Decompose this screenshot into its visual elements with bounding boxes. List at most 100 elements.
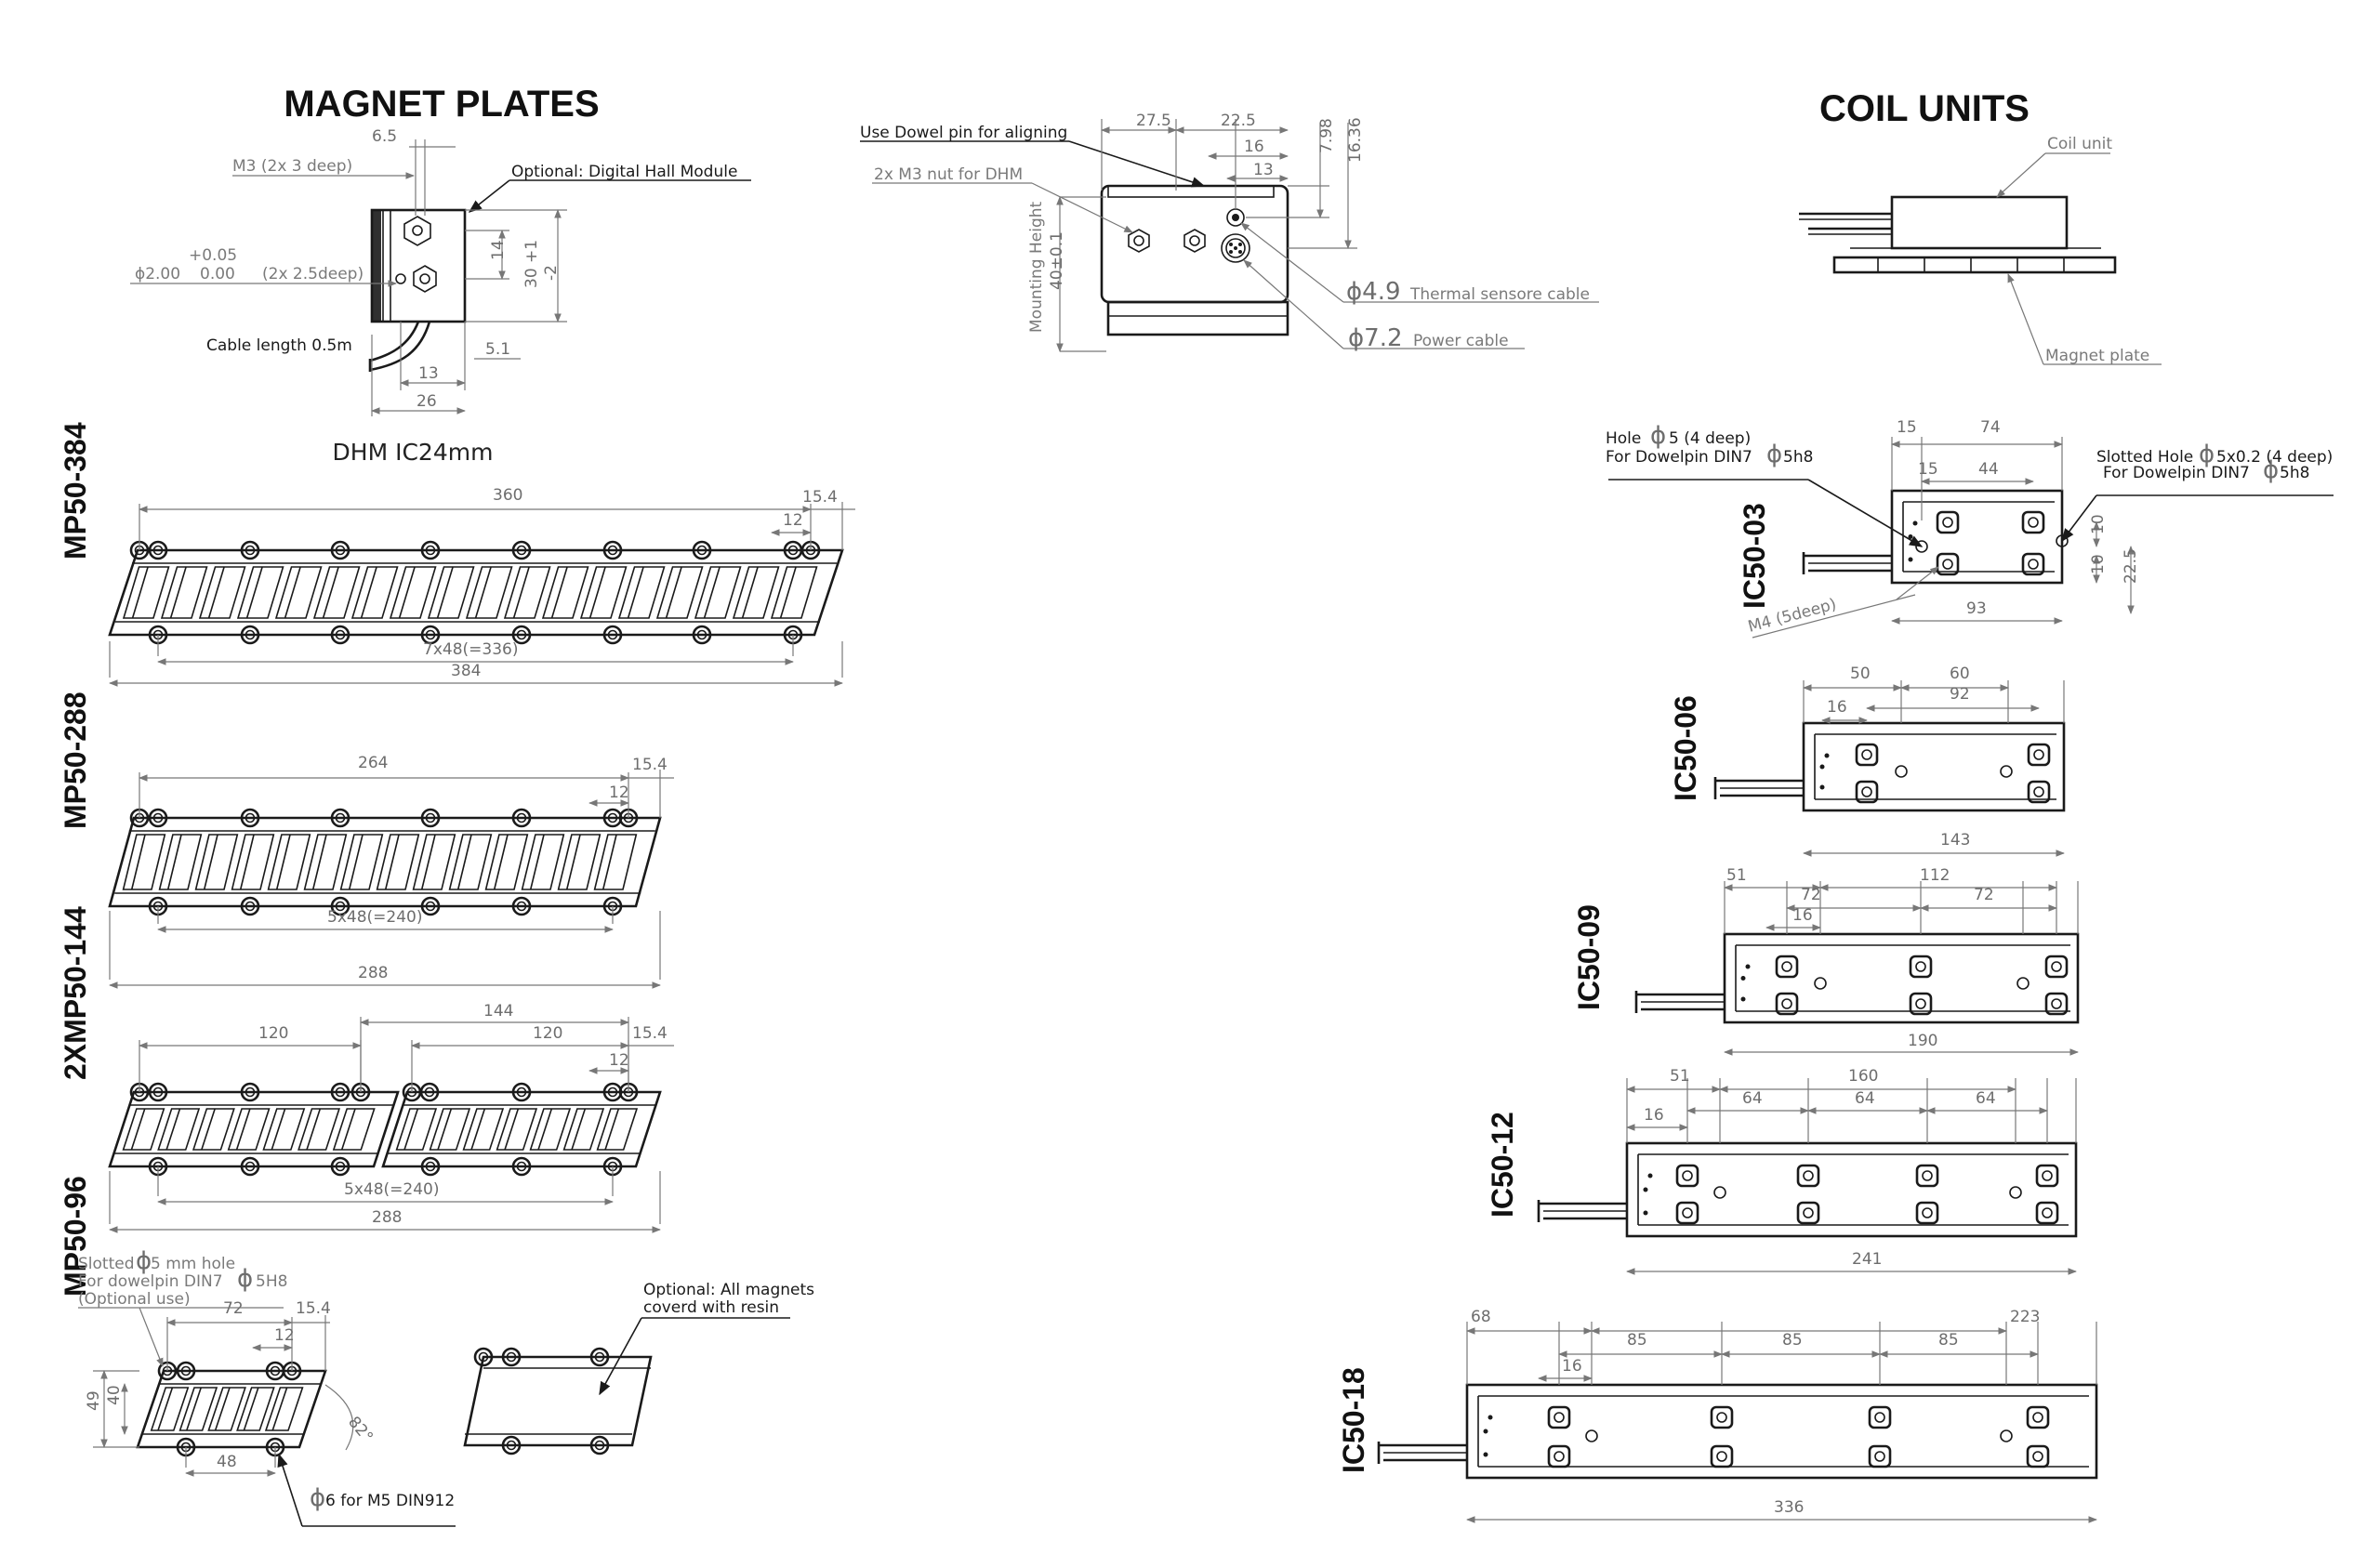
magnet-slot	[201, 1108, 216, 1151]
note-m3-nut: 2x M3 nut for DHM	[874, 165, 1023, 184]
magnet-block	[521, 834, 565, 890]
dim-ic06-143: 143	[1940, 831, 1970, 849]
bolt-core	[1803, 1207, 1814, 1218]
hole-core	[245, 901, 256, 912]
dowel-hole-icon	[2009, 1186, 2022, 1199]
note-thermal: Thermal sensore cable	[1409, 285, 1590, 304]
note-dowel: For Dowelpin DIN7	[1606, 448, 1752, 467]
dim-7x48: 7x48(=336)	[423, 640, 518, 659]
magnet-slot	[271, 1387, 288, 1431]
magnet-block	[562, 1108, 605, 1151]
magnet-block	[262, 1108, 306, 1151]
dot	[1643, 1187, 1648, 1192]
mounting-hole-icon	[330, 1082, 350, 1102]
magnet-slot	[550, 566, 568, 619]
label-ic50-12: IC50-12	[1486, 1112, 1519, 1218]
dim-ic12-51: 51	[1670, 1067, 1690, 1086]
mounting-hole-icon	[420, 896, 441, 916]
note-magnet-plate: Magnet plate	[2045, 347, 2149, 365]
mounting-hole-icon	[602, 625, 623, 645]
label-ic50-06: IC50-06	[1669, 695, 1702, 801]
magnet-block	[178, 1387, 218, 1431]
2xmp50-144-right	[381, 1082, 662, 1177]
hole-core	[516, 1086, 527, 1098]
mounting-hole-icon	[176, 1361, 196, 1381]
coil-side-body	[1100, 184, 1289, 304]
note-dowel-dia: ϕ2.00	[135, 265, 180, 283]
mounting-hole-icon	[330, 1156, 350, 1177]
note-dowel-align: Use Dowel pin for aligning	[860, 124, 1067, 142]
magnet-block	[395, 1108, 438, 1151]
dot	[1483, 1429, 1488, 1434]
magnet-slot	[306, 1108, 322, 1151]
mounting-side-view: Use Dowel pin for aligning 2x M3 nut for…	[860, 112, 1599, 352]
dim-12: 12	[783, 511, 803, 530]
label-mp50-96: MP50-96	[59, 1176, 92, 1297]
magnet-block	[303, 834, 348, 890]
magnet-plate-outline	[108, 816, 662, 908]
dim-27.5: 27.5	[1136, 112, 1171, 130]
magnet-block	[207, 1387, 246, 1431]
magnet-block	[194, 834, 239, 890]
magnet-block	[236, 566, 284, 619]
magnet-block	[332, 1108, 376, 1151]
coil-overview: Coil unit Magnet plate	[1799, 135, 2162, 365]
bolt-core	[2028, 559, 2039, 570]
note-resin-a: Optional: All magnets	[643, 1281, 814, 1299]
mounting-hole-icon	[501, 1435, 522, 1455]
label-ic50-18: IC50-18	[1337, 1367, 1370, 1473]
bolt-core	[2033, 749, 2044, 760]
mounting-hole-icon	[148, 1082, 168, 1102]
mounting-hole-icon	[420, 540, 441, 560]
bolt-icon	[1936, 510, 1960, 534]
note-power: Power cable	[1413, 332, 1509, 350]
magnet-plate-outline	[108, 1090, 400, 1168]
dim-22.5: 22.5	[1221, 112, 1256, 130]
2xmp50-144-left	[108, 1082, 400, 1177]
mounting-hole-icon	[420, 808, 441, 828]
dhm-detail: 6.5 M3 (2x 3 deep) Optional: Digital Hal…	[130, 127, 751, 466]
magnet-slot	[384, 834, 400, 890]
note-dowel-dia: ϕ	[237, 1265, 253, 1293]
dim-12d: 12	[274, 1326, 295, 1345]
magnet-block	[122, 834, 166, 890]
magnet-block	[465, 566, 513, 619]
hole-core	[335, 901, 346, 912]
hole-core	[335, 812, 346, 823]
magnet-slot	[602, 834, 617, 890]
magnet-block	[339, 834, 384, 890]
dim-120a: 120	[258, 1024, 288, 1043]
hole-core	[335, 629, 346, 640]
bolt-core	[1915, 998, 1926, 1009]
magnet-block	[579, 566, 628, 619]
note-m5-dia: ϕ	[310, 1484, 325, 1512]
dim-ic06-60: 60	[1950, 665, 1970, 683]
hole-core	[245, 545, 256, 556]
note-cable: Cable length 0.5m	[206, 336, 352, 355]
note-m3: M3 (2x 3 deep)	[232, 157, 352, 176]
dim-15.4: 15.4	[802, 488, 838, 507]
magnet-block	[412, 834, 456, 890]
magnet-block	[157, 1108, 201, 1151]
magnet-slot	[470, 1108, 486, 1151]
magnet-block	[448, 834, 493, 890]
note-dowel-b: 5H8	[256, 1272, 287, 1291]
dim-48: 48	[217, 1453, 237, 1471]
hole-core	[516, 1161, 527, 1172]
bolt-core	[1922, 1170, 1933, 1181]
power-dia: ϕ7.2	[1348, 324, 1403, 352]
mp50-96-plate	[136, 1361, 327, 1457]
magnet-block	[192, 1108, 235, 1151]
note-slot-dowel-dia: ϕ	[2263, 456, 2279, 484]
dim-ic09-16: 16	[1792, 906, 1813, 925]
m3-nut-icon	[1183, 229, 1206, 253]
bolt-core	[2051, 998, 2062, 1009]
magnet-block	[158, 834, 203, 890]
bolt-core	[1915, 961, 1926, 972]
magnet-slot	[207, 566, 225, 619]
magnet-block	[429, 1108, 471, 1151]
mp50-384-plate	[108, 540, 844, 645]
dot	[1819, 764, 1825, 770]
dowel-hole-icon	[2000, 765, 2013, 778]
bolt-icon	[1909, 992, 1933, 1016]
